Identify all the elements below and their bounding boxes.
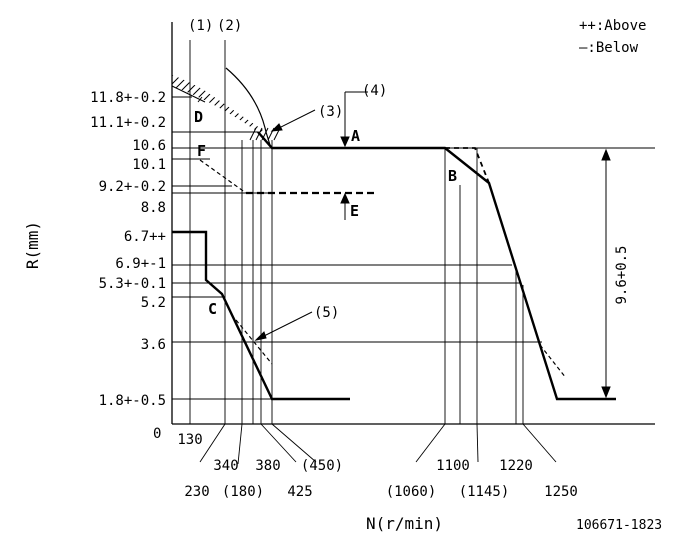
y-tick: 6.9+-1 [115, 256, 166, 272]
point-b: B [448, 167, 457, 185]
origin-label: 0 [153, 426, 161, 442]
y-tick: 6.7++ [124, 229, 166, 245]
y-tick: 5.3+-0.1 [99, 276, 166, 292]
header: (1) (2) ++:Above —:Below [188, 18, 646, 56]
y-tick: 5.2 [141, 295, 166, 311]
x-tick: 380 [255, 458, 280, 474]
high-speed-tail-dashed [539, 344, 567, 379]
hatched-limit-area [172, 75, 266, 132]
d-leader [197, 96, 203, 103]
axes [171, 22, 655, 425]
x-tick: (1060) [386, 484, 437, 500]
x-tick: 1250 [544, 484, 578, 500]
axis-labels: R(mm) N(r/min) 0 [23, 221, 443, 533]
legend-below: —:Below [579, 40, 639, 56]
legend-above: ++:Above [579, 18, 646, 34]
x-tick: (450) [301, 458, 343, 474]
y-tick: 8.8 [141, 200, 166, 216]
point-d: D [194, 108, 203, 126]
y-tick: 9.2+-0.2 [99, 179, 166, 195]
point-f: F [197, 142, 206, 160]
tick-leaders [199, 423, 557, 465]
y-tick: 11.8+-0.2 [90, 90, 166, 106]
vertical-reference-lines [189, 40, 524, 424]
y-tick: 3.6 [141, 337, 166, 353]
x-tick: 230 [184, 484, 209, 500]
y-axis-label: R(mm) [23, 221, 42, 269]
point-a: A [351, 127, 360, 145]
limit-region [171, 67, 281, 146]
characteristic-curves [172, 131, 616, 401]
y-tick: 10.1 [132, 157, 166, 173]
limit-curve [225, 67, 271, 146]
y-tick-labels: 11.8+-0.2 11.1+-0.2 10.6 10.1 9.2+-0.2 8… [90, 90, 166, 409]
callouts: (3) (4) (5) [314, 83, 387, 321]
callout-3-leader [274, 109, 316, 131]
point-markers: A B C D E F [194, 108, 457, 318]
y-tick: 11.1+-0.2 [90, 115, 166, 131]
dimension-arrows [197, 91, 611, 399]
marker-1: (1) [188, 18, 213, 34]
maximum-speed-dashed [445, 147, 490, 184]
figure-id: 106671-1823 [576, 518, 662, 533]
x-tick-labels: 130 340 380 (450) 1100 1220 230 (180) 42… [177, 432, 578, 500]
callout-4: (4) [362, 83, 387, 99]
lower-stop-dashed [199, 159, 247, 194]
x-axis-label: N(r/min) [366, 514, 443, 533]
horizontal-reference-lines [172, 96, 655, 400]
idle-dashed-curve [235, 319, 273, 365]
marker-2: (2) [217, 18, 242, 34]
span-label: 9.6+0.5 [614, 245, 630, 304]
point-e: E [350, 202, 359, 220]
x-tick: (180) [222, 484, 264, 500]
full-load-curve [257, 131, 616, 401]
y-tick: 1.8+-0.5 [99, 393, 166, 409]
x-tick: 340 [213, 458, 238, 474]
x-tick: 1220 [499, 458, 533, 474]
point-c: C [208, 300, 217, 318]
y-tick: 10.6 [132, 138, 166, 154]
x-tick: 130 [177, 432, 202, 448]
x-tick: (1145) [459, 484, 510, 500]
callout-5-leader [259, 311, 313, 339]
x-tick: 425 [287, 484, 312, 500]
start-torque-curve [172, 230, 350, 401]
x-tick: 1100 [436, 458, 470, 474]
callout-3: (3) [318, 104, 343, 120]
callout-5: (5) [314, 305, 339, 321]
